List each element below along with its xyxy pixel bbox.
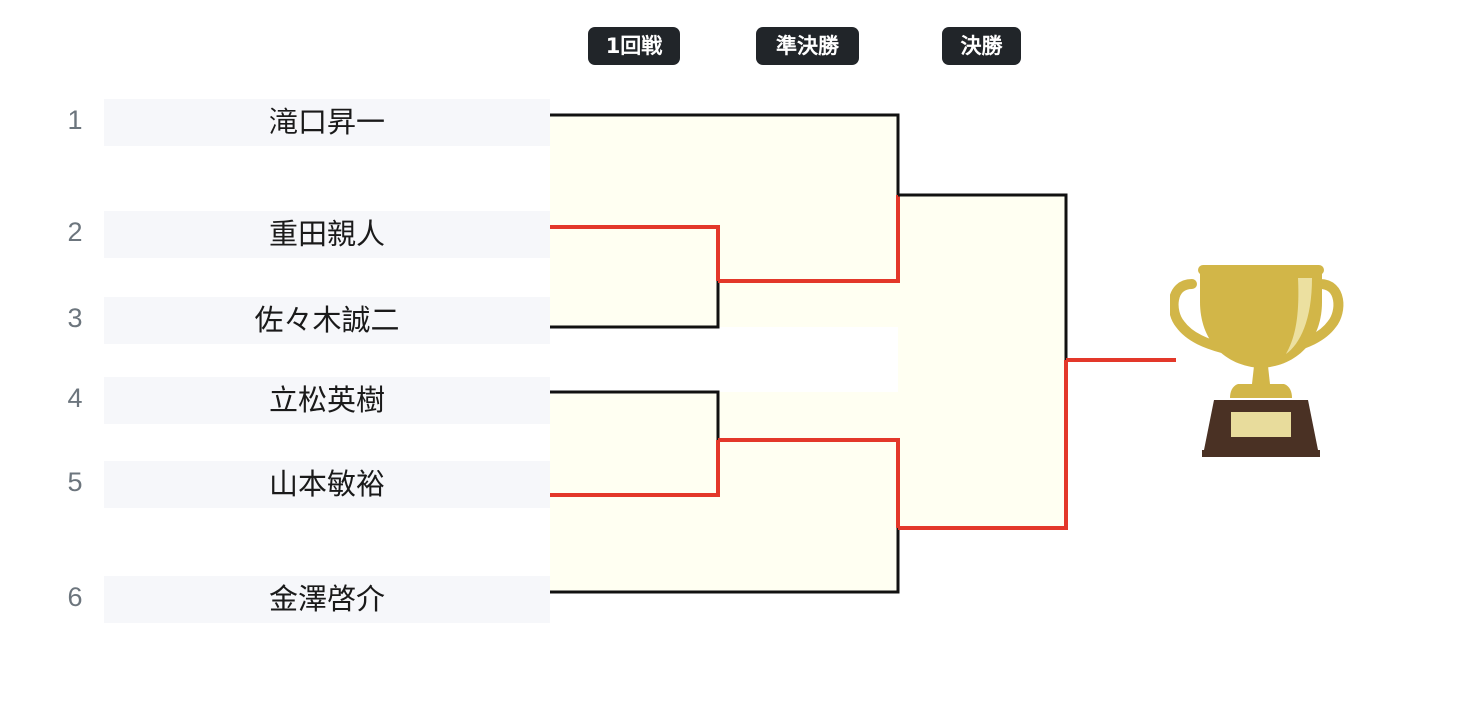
- round-label-final: 決勝: [942, 27, 1021, 65]
- seed-6: 6: [67, 582, 83, 612]
- match-area-final: [898, 195, 1066, 528]
- trophy-icon: [1170, 265, 1344, 457]
- bracket-line-p5: [550, 440, 720, 497]
- match-area-sf1: [550, 115, 898, 327]
- bracket-line-qf2-winner: [718, 438, 900, 528]
- match-area-sf2: [550, 392, 898, 592]
- bracket-line-p1: [550, 113, 900, 195]
- player-box-3: 佐々木誠二: [104, 297, 550, 344]
- round-label-semifinal: 準決勝: [756, 27, 859, 65]
- round-label-round1: 1回戦: [588, 27, 680, 65]
- player-box-2: 重田親人: [104, 211, 550, 258]
- player-box-6: 金澤啓介: [104, 576, 550, 623]
- player-box-5: 山本敏裕: [104, 461, 550, 508]
- bracket-line-qf1-winner: [718, 195, 900, 283]
- bracket-line-p2: [550, 225, 720, 281]
- bracket-line-p4: [550, 390, 720, 440]
- player-box-4: 立松英樹: [104, 377, 550, 424]
- player-box-1: 滝口昇一: [104, 99, 550, 146]
- seed-1: 1: [67, 105, 83, 135]
- bracket-line-sf2-winner: [898, 360, 1068, 530]
- bracket-line-sf1-winner: [898, 193, 1068, 360]
- bracket-line-p6: [550, 528, 900, 594]
- seed-5: 5: [67, 467, 83, 497]
- seed-2: 2: [67, 217, 83, 247]
- bracket-line-p3: [550, 281, 720, 329]
- seed-4: 4: [67, 383, 83, 413]
- seed-3: 3: [67, 303, 83, 333]
